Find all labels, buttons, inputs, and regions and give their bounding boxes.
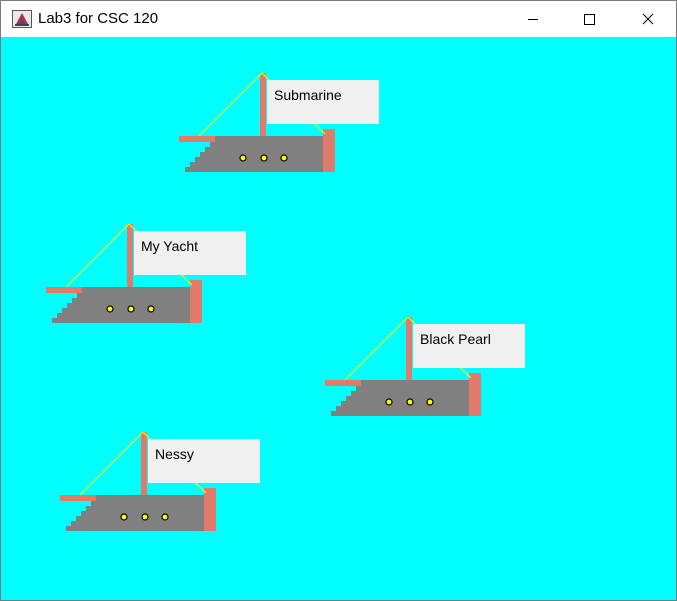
ship-porthole [385, 398, 393, 406]
ship-porthole [161, 513, 169, 521]
maximize-button[interactable] [561, 1, 617, 37]
ship: Nessy [60, 431, 260, 531]
ship-sail [267, 80, 379, 124]
ship-hull [215, 136, 323, 172]
ship-mast [127, 224, 133, 287]
ship-mast [141, 432, 147, 495]
ship-name-label: My Yacht [141, 238, 198, 254]
ship-sail [413, 324, 525, 368]
java-cup-icon [12, 10, 32, 28]
window-title: Lab3 for CSC 120 [38, 10, 159, 27]
ship-hull [82, 287, 190, 323]
maximize-icon [584, 14, 595, 25]
close-icon [642, 13, 654, 25]
ship-porthole [127, 305, 135, 313]
ship-rigging [79, 431, 144, 496]
ship-rigging [344, 316, 409, 381]
ship: Black Pearl [325, 316, 525, 416]
ship-porthole [260, 154, 268, 162]
ship: Submarine [179, 72, 379, 172]
ship-name-label: Nessy [155, 446, 194, 462]
ship-porthole [239, 154, 247, 162]
ship-bowsprit [325, 380, 361, 386]
ship-porthole [141, 513, 149, 521]
ship-bowsprit [60, 495, 96, 501]
ship-hull-step [52, 318, 82, 323]
ship-porthole [280, 154, 288, 162]
ship-rigging [65, 223, 130, 288]
title-bar[interactable]: Lab3 for CSC 120 [1, 1, 676, 37]
minimize-button[interactable] [505, 1, 561, 37]
minimize-icon [528, 19, 538, 20]
ship-hull [361, 380, 469, 416]
ship-name-label: Black Pearl [420, 331, 491, 347]
ship-stern [469, 373, 481, 416]
ship-bowsprit [179, 136, 215, 142]
ship-porthole [106, 305, 114, 313]
close-button[interactable] [620, 1, 676, 37]
ship: My Yacht [46, 223, 246, 323]
ship-bowsprit [46, 287, 82, 293]
ship-mast [406, 317, 412, 380]
ship-hull-step [66, 526, 96, 531]
ship-stern [190, 280, 202, 323]
ship-porthole [147, 305, 155, 313]
ship-rigging [198, 72, 263, 137]
ship-stern [204, 488, 216, 531]
ship-porthole [426, 398, 434, 406]
ship-sail [148, 439, 260, 483]
ship-mast [260, 73, 266, 136]
ship-hull-step [331, 411, 361, 416]
ship-hull-step [185, 167, 215, 172]
ship-porthole [120, 513, 128, 521]
ship-name-label: Submarine [274, 87, 342, 103]
ship-hull [96, 495, 204, 531]
ship-sail [134, 231, 246, 275]
ship-stern [323, 129, 335, 172]
ship-porthole [406, 398, 414, 406]
